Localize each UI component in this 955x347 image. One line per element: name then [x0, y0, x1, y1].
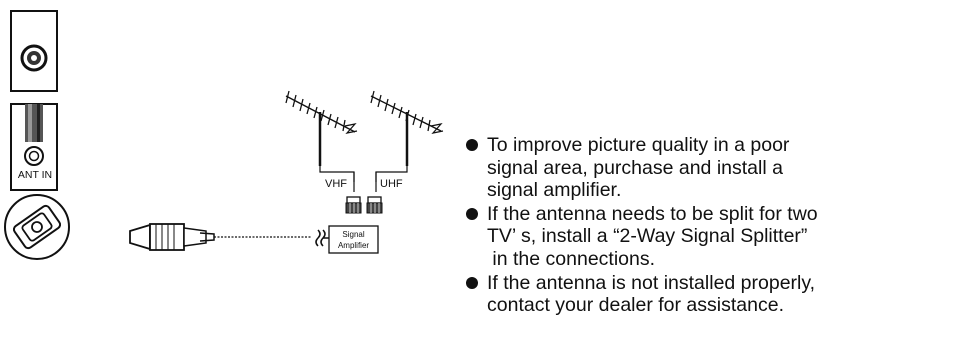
note-line: If the antenna is not installed properly…: [487, 271, 816, 294]
amplifier-label-line1: Signal: [342, 230, 364, 239]
note-line: signal area, purchase and install a: [487, 156, 783, 179]
vhf-adapter-plug-icon: [345, 196, 362, 214]
uhf-antenna-icon: [370, 90, 444, 192]
bullet-icon: [466, 276, 478, 289]
note-line: signal amplifier.: [487, 179, 622, 202]
bullet-icon: [466, 139, 478, 151]
note-item: To improve picture quality in a poor sig…: [466, 134, 951, 202]
coax-socket-icon: [20, 44, 48, 72]
note-item: If the antenna is not installed properly…: [466, 272, 951, 317]
ant-in-label: ANT IN: [18, 169, 52, 181]
ant-in-panel: ANT IN: [10, 103, 58, 191]
instruction-notes: To improve picture quality in a poor sig…: [466, 134, 951, 318]
magnified-jack: [4, 194, 70, 260]
note-line: TV’ s, install a “2-Way Signal Splitter”: [487, 225, 808, 248]
note-line: contact your dealer for assistance.: [487, 294, 784, 317]
bullet-icon: [466, 207, 478, 220]
coax-socket-panel: [10, 10, 58, 92]
coax-plug-icon: [129, 223, 215, 251]
vhf-label: VHF: [325, 178, 347, 190]
signal-amplifier: Signal Amplifier: [315, 225, 379, 254]
uhf-adapter-plug-icon: [366, 196, 383, 214]
note-item: If the antenna needs to be split for two…: [466, 203, 951, 271]
uhf-label: UHF: [380, 178, 403, 190]
magnified-connector-icon: [12, 204, 62, 250]
note-line: in the connections.: [487, 247, 656, 270]
ant-in-jack-icon: [24, 146, 44, 166]
note-line: To improve picture quality in a poor: [487, 134, 790, 156]
vhf-antenna-icon: [285, 90, 358, 192]
note-line: If the antenna needs to be split for two: [487, 202, 818, 225]
cable-plug-icon: [25, 104, 43, 142]
amplifier-label-line2: Amplifier: [338, 241, 369, 250]
